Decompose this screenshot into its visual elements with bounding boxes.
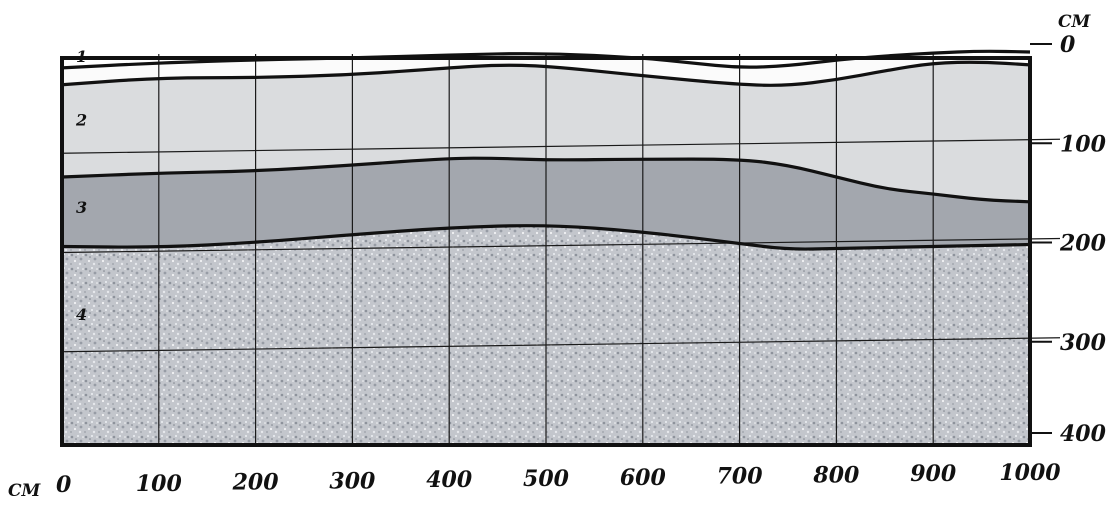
distance-tick-label-1000: 1000	[999, 460, 1061, 486]
layer-label-2: 2	[75, 110, 87, 129]
depth-tick-label-100: 100	[1060, 131, 1107, 157]
distance-tick-label-300: 300	[329, 468, 376, 494]
depth-tick-label-300: 300	[1060, 330, 1107, 356]
distance-unit-label: СМ	[8, 481, 42, 501]
layer-label-4: 4	[76, 305, 87, 324]
depth-tick-label-0: 0	[1060, 32, 1076, 58]
layer-label-1: 1	[76, 47, 87, 66]
depth-tick-label-200: 200	[1059, 231, 1107, 257]
depth-axis: 0 100 200 300 400	[1030, 32, 1107, 447]
profile-frame	[60, 56, 1032, 447]
boundary-layer3-bottom	[61, 224, 1031, 251]
distance-tick-label-600: 600	[620, 465, 667, 491]
depth-tick-label-400: 400	[1060, 421, 1107, 447]
distance-tick-label-200: 200	[232, 470, 280, 496]
layer-labels: 1 2 3 4	[75, 47, 87, 324]
boundary-layer1-bottom	[61, 60, 1031, 87]
layer-label-3: 3	[76, 198, 87, 217]
grid-line-y-100	[61, 138, 1061, 154]
distance-tick-label-400: 400	[426, 467, 473, 493]
distance-tick-label-100: 100	[136, 471, 183, 497]
distance-axis: 0 100 200 300 400 500 600 700 800 900 1000	[56, 460, 1061, 498]
distance-tick-label-500: 500	[523, 466, 570, 492]
distance-tick-label-800: 800	[812, 462, 860, 488]
boundary-layer2-bottom	[61, 156, 1031, 204]
grid-line-y-300	[61, 337, 1061, 353]
depth-unit-label: СМ	[1058, 12, 1092, 32]
distance-tick-label-0: 0	[56, 472, 72, 498]
distance-tick-label-700: 700	[717, 464, 764, 490]
grid-line-y-200	[61, 237, 1061, 254]
distance-tick-label-900: 900	[910, 461, 957, 487]
